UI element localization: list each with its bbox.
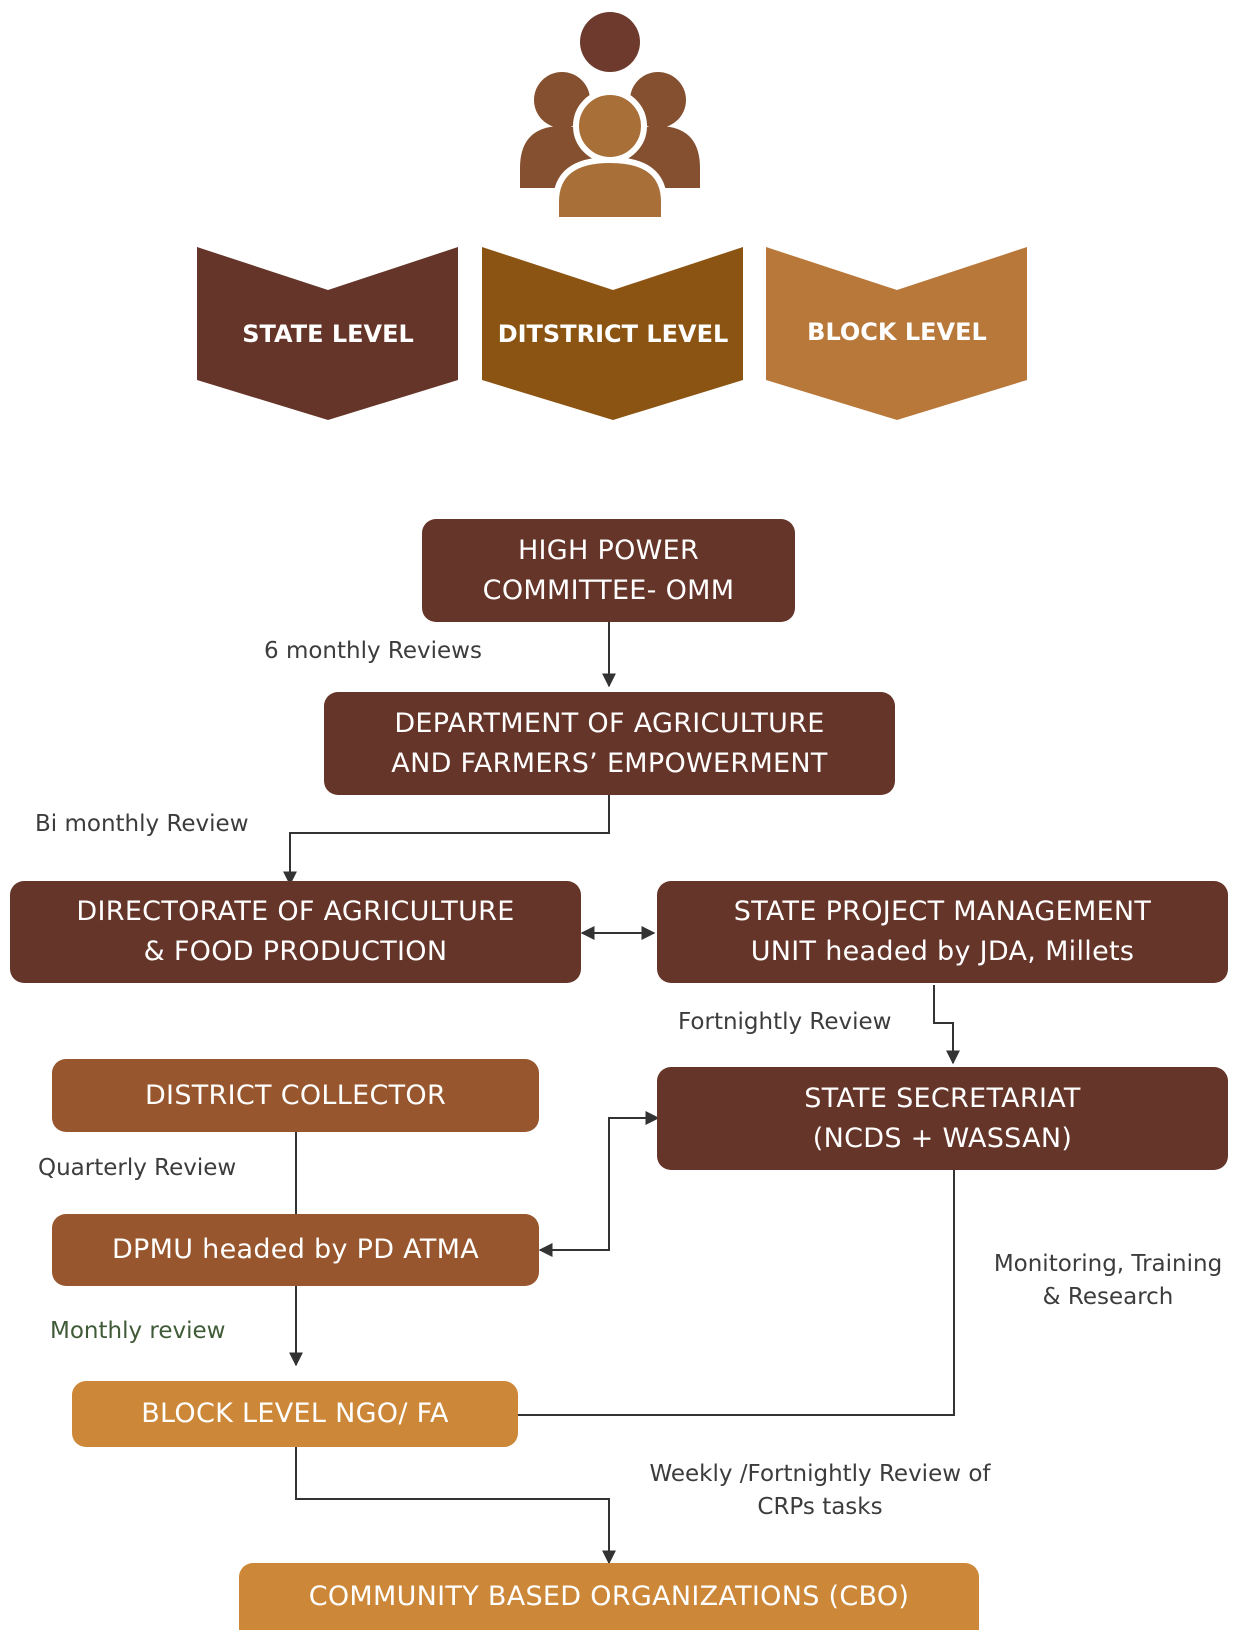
district-level-label: DITSTRICT LEVEL [498, 320, 729, 348]
monthly-review-label: Monthly review [50, 1318, 226, 1344]
district-level-chevron: DITSTRICT LEVEL [482, 247, 743, 420]
weekly-fortnightly-review-label: Weekly /Fortnightly Review of CRPs tasks [649, 1461, 991, 1520]
district-collector-box: DISTRICT COLLECTOR [52, 1059, 539, 1132]
level-chevrons: STATE LEVEL DITSTRICT LEVEL BLOCK LEVEL [197, 247, 1027, 420]
state-secretariat-label: STATE SECRETARIAT (NCDS + WASSAN) [804, 1082, 1081, 1154]
six-monthly-review-label: 6 monthly Reviews [264, 638, 482, 664]
connector-secretariat-block [518, 1170, 955, 1416]
cbo-box: COMMUNITY BASED ORGANIZATIONS (CBO) [239, 1563, 979, 1630]
bi-monthly-review-label: Bi monthly Review [35, 811, 249, 837]
block-level-chevron: BLOCK LEVEL [766, 247, 1027, 420]
spmu-box: STATE PROJECT MANAGEMENT UNIT headed by … [657, 881, 1228, 983]
quarterly-review-label: Quarterly Review [38, 1155, 237, 1181]
state-level-chevron: STATE LEVEL [197, 247, 458, 420]
state-level-label: STATE LEVEL [242, 320, 414, 348]
directorate-box: DIRECTORATE OF AGRICULTURE & FOOD PRODUC… [10, 881, 581, 983]
spmu-label: STATE PROJECT MANAGEMENT UNIT headed by … [733, 896, 1152, 967]
block-ngo-box: BLOCK LEVEL NGO/ FA [72, 1381, 518, 1447]
high-power-committee-box: HIGH POWER COMMITTEE- OMM [422, 519, 795, 622]
block-ngo-label: BLOCK LEVEL NGO/ FA [141, 1398, 449, 1429]
connector-department-directorate [283, 795, 610, 886]
state-secretariat-box: STATE SECRETARIAT (NCDS + WASSAN) [657, 1067, 1228, 1170]
department-label: DEPARTMENT OF AGRICULTURE AND FARMERS’ E… [391, 707, 828, 779]
fortnightly-review-label: Fortnightly Review [678, 1009, 892, 1035]
dpmu-box: DPMU headed by PD ATMA [52, 1214, 539, 1286]
connector-block-cbo [295, 1447, 616, 1565]
connector-spmu-secretariat [933, 985, 960, 1065]
cbo-label: COMMUNITY BASED ORGANIZATIONS (CBO) [308, 1580, 910, 1612]
people-group-icon [520, 12, 700, 223]
high-power-committee-label: HIGH POWER COMMITTEE- OMM [482, 534, 735, 606]
directorate-label: DIRECTORATE OF AGRICULTURE & FOOD PRODUC… [76, 896, 515, 967]
block-level-label: BLOCK LEVEL [807, 318, 987, 346]
monitoring-training-research-label: Monitoring, Training & Research [993, 1251, 1223, 1310]
connector-dpmu-secretariat [538, 1111, 660, 1257]
department-box: DEPARTMENT OF AGRICULTURE AND FARMERS’ E… [324, 692, 895, 795]
district-collector-label: DISTRICT COLLECTOR [144, 1079, 447, 1111]
dpmu-label: DPMU headed by PD ATMA [111, 1234, 480, 1265]
